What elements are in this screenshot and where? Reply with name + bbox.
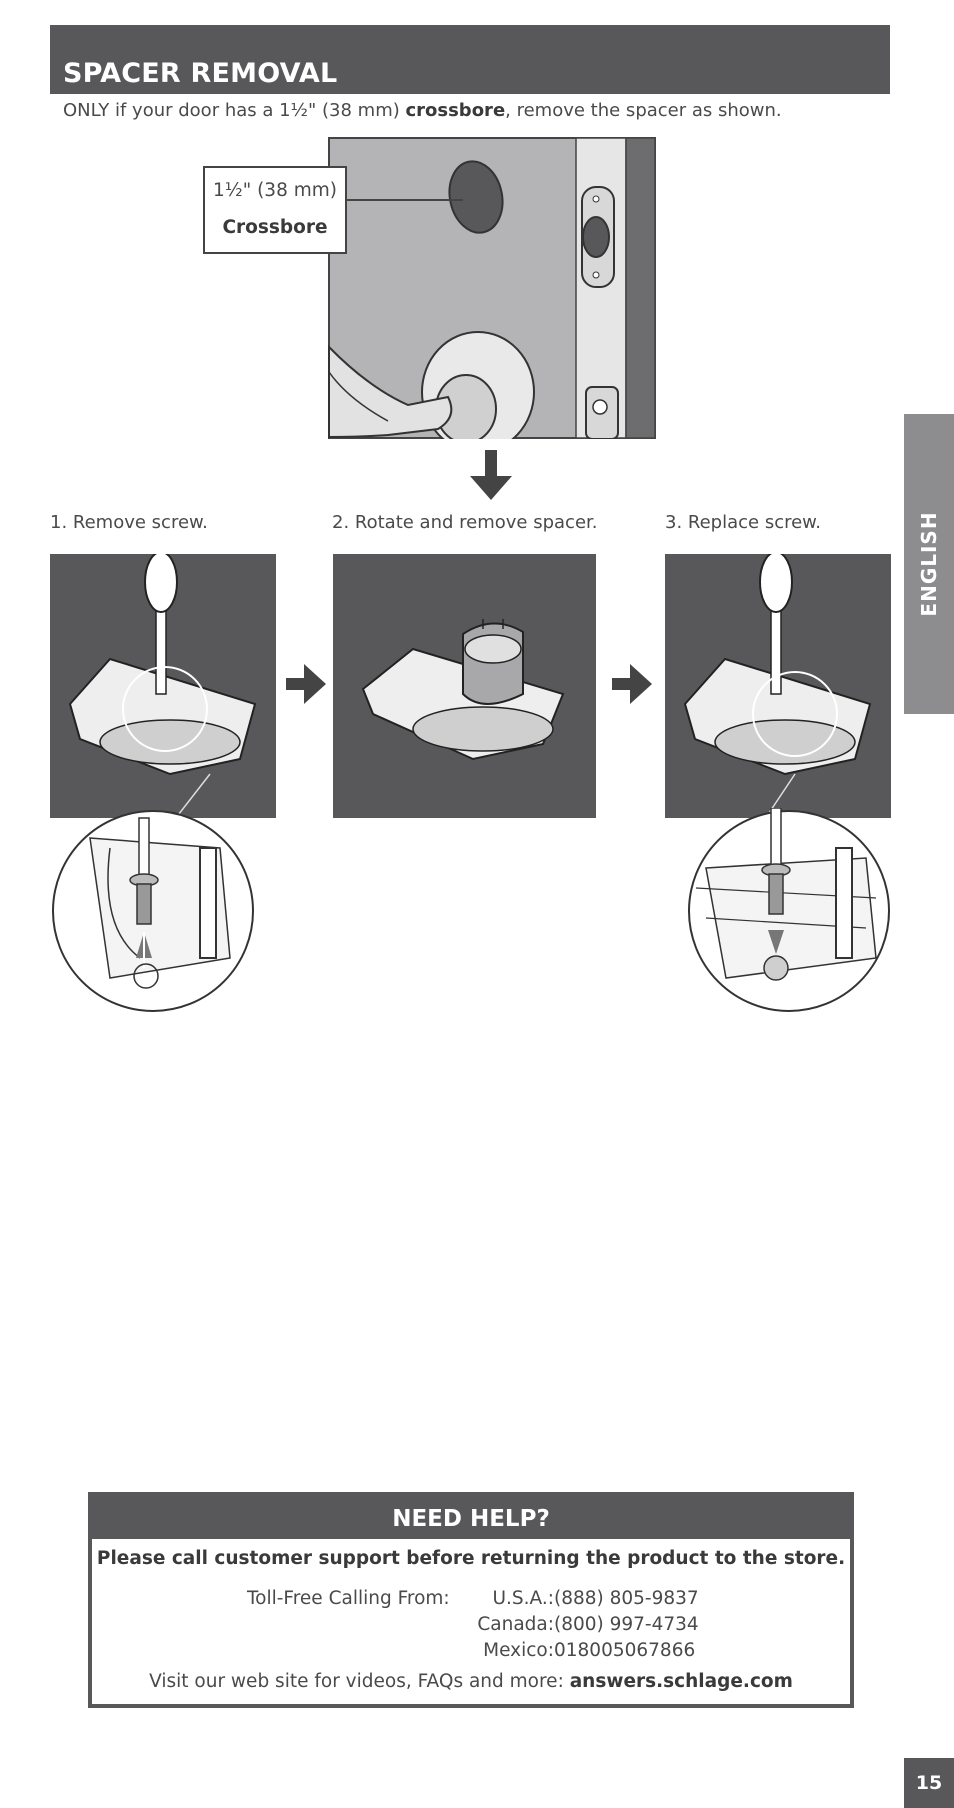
crossbore-label: Crossbore: [222, 217, 328, 238]
website-link[interactable]: answers.schlage.com: [569, 1671, 793, 1692]
door-illustration: [328, 137, 656, 439]
step-2-label: 2. Rotate and remove spacer.: [332, 512, 598, 533]
contact-row: Mexico: 018005067866: [92, 1640, 850, 1666]
need-help-box: NEED HELP? Please call customer support …: [88, 1492, 854, 1708]
step-3-image: [665, 554, 891, 818]
intro-text: ONLY if your door has a 1½" (38 mm) cros…: [63, 100, 782, 121]
contact-row: Toll-Free Calling From: U.S.A.: (888) 80…: [92, 1588, 850, 1614]
website-text: Visit our web site for videos, FAQs and …: [149, 1671, 570, 1692]
intro-text-before: ONLY if your door has a 1½" (38 mm): [63, 100, 406, 121]
section-title: SPACER REMOVAL: [63, 58, 338, 89]
crossbore-callout: 1½" (38 mm) Crossbore: [203, 166, 347, 254]
contact-country: Canada:: [477, 1614, 554, 1635]
need-help-title: NEED HELP?: [92, 1496, 850, 1539]
contact-list: Toll-Free Calling From: U.S.A.: (888) 80…: [92, 1588, 850, 1666]
contact-country: Mexico:: [483, 1640, 554, 1661]
contact-phone[interactable]: (800) 997-4734: [554, 1614, 699, 1635]
step-1-label: 1. Remove screw.: [50, 512, 208, 533]
callout-leader-line: [345, 199, 463, 201]
step-1-image: [50, 554, 276, 818]
section-header: SPACER REMOVAL: [50, 25, 890, 94]
right-arrow-icon: [286, 664, 326, 704]
toll-free-label: Toll-Free Calling From:: [247, 1588, 450, 1609]
website-line: Visit our web site for videos, FAQs and …: [92, 1671, 850, 1692]
step-3-label: 3. Replace screw.: [665, 512, 821, 533]
down-arrow-icon: [470, 450, 512, 500]
contact-country: U.S.A.:: [492, 1588, 555, 1609]
step-3-zoom-detail: [688, 808, 890, 1012]
contact-phone[interactable]: (888) 805-9837: [554, 1588, 699, 1609]
intro-text-after: , remove the spacer as shown.: [505, 100, 782, 121]
crossbore-size: 1½" (38 mm): [213, 180, 337, 201]
step-2-image: [333, 554, 596, 818]
contact-row: Canada: (800) 997-4734: [92, 1614, 850, 1640]
language-tab: ENGLISH: [904, 414, 954, 714]
need-help-subtitle: Please call customer support before retu…: [96, 1548, 846, 1569]
language-tab-label: ENGLISH: [917, 511, 941, 617]
contact-phone[interactable]: 018005067866: [554, 1640, 696, 1661]
intro-bold-word: crossbore: [405, 100, 506, 121]
right-arrow-icon: [612, 664, 652, 704]
page-number: 15: [904, 1758, 954, 1808]
step-1-zoom-detail: [52, 810, 254, 1012]
